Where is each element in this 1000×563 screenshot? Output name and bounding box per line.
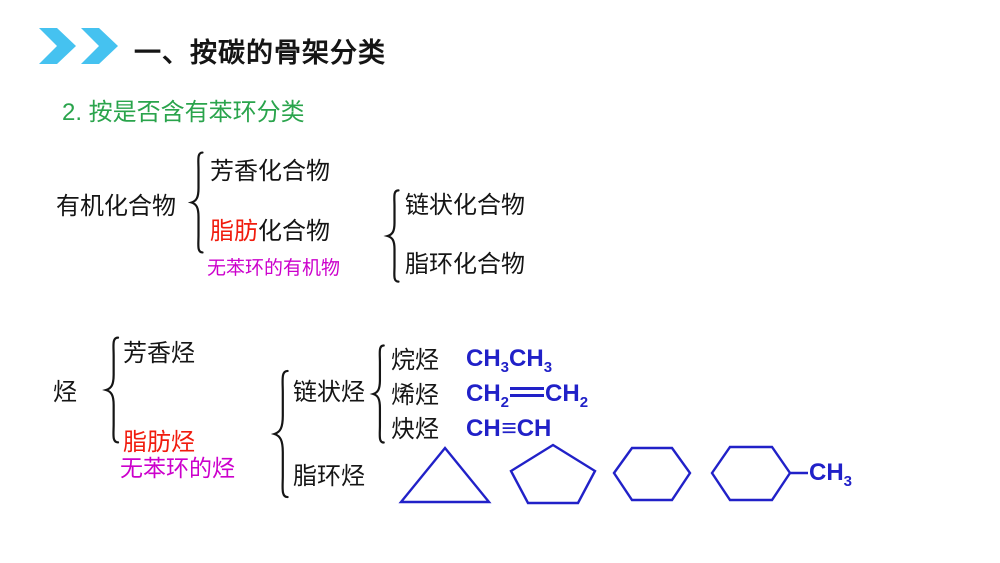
tree1-aliphatic-label: 脂肪化合物: [210, 218, 330, 246]
alkane-ch1: CH: [466, 345, 501, 372]
cyclohexane-shape: [611, 445, 693, 503]
section-subtitle: 2. 按是否含有苯环分类: [62, 99, 305, 126]
alkene-ch2: CH: [545, 380, 580, 407]
brace-tree1-sub: [383, 189, 403, 283]
double-chevron-right-icon: [38, 27, 120, 65]
alkyne-formula: CH≡CH: [466, 415, 552, 442]
tree1-aliphatic-rest: 化合物: [258, 218, 330, 245]
tree2-aliphatic-label: 脂肪烃: [123, 429, 195, 456]
double-bond-icon: [510, 387, 545, 397]
alkene-sub2: 2: [579, 394, 589, 411]
cyclopentane-shape: [508, 442, 598, 506]
alkene-label: 烯烃: [391, 382, 439, 409]
brace-tree2: [101, 336, 123, 444]
triple-bond-icon: ≡: [500, 415, 517, 442]
alkene-ch1: CH: [466, 380, 501, 407]
alkane-sub2: 3: [543, 359, 553, 376]
tree2-chain-label: 链状烃: [293, 379, 365, 406]
tree1-note: 无苯环的有机物: [207, 258, 341, 279]
alkyne-ch2: CH: [516, 415, 552, 442]
tree1-aliphatic-red: 脂肪: [210, 218, 258, 245]
methyl-sub: 3: [843, 473, 853, 490]
alkane-ch2: CH: [509, 345, 544, 372]
page-title: 一、按碳的骨架分类: [134, 38, 386, 68]
alkyne-ch1: CH: [466, 415, 501, 442]
methylcyclohexane-shape: [709, 443, 809, 505]
brace-tree2-sub: [269, 369, 293, 499]
tree1-chain-label: 链状化合物: [405, 192, 525, 219]
alkene-sub1: 2: [500, 394, 510, 411]
brace-chain-types: [369, 344, 388, 444]
alkane-sub1: 3: [500, 359, 510, 376]
tree2-alicyclic-label: 脂环烃: [293, 463, 365, 490]
tree2-note: 无苯环的烃: [120, 455, 235, 481]
alkane-label: 烷烃: [391, 347, 439, 374]
cyclopropane-shape: [398, 445, 492, 505]
methyl-formula: CH3: [809, 459, 852, 489]
alkane-formula: CH3CH3: [466, 345, 552, 375]
tree2-root-label: 烃: [53, 379, 77, 406]
brace-tree1: [187, 151, 207, 254]
tree2-aromatic-label: 芳香烃: [123, 340, 195, 367]
tree1-aromatic-label: 芳香化合物: [210, 158, 330, 185]
alkyne-label: 炔烃: [391, 416, 439, 443]
tree1-root-label: 有机化合物: [56, 193, 176, 220]
methyl-ch: CH: [809, 459, 844, 486]
tree1-alicyclic-label: 脂环化合物: [405, 251, 525, 278]
